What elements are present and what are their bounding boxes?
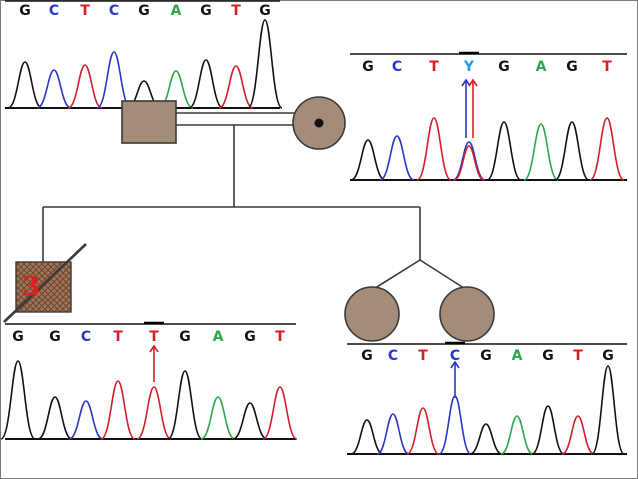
mother-base-label: G — [362, 59, 374, 75]
proband-trace-peak — [136, 386, 172, 440]
proband-base-label: T — [275, 329, 285, 345]
father-base-label: G — [138, 3, 150, 19]
proband-base-label: G — [179, 329, 191, 345]
father-trace-peak — [36, 69, 72, 109]
sibling-base-label: C — [450, 348, 460, 364]
sibling-trace-peak — [350, 419, 384, 455]
proband-trace-peak — [100, 380, 136, 440]
mother-base-label: T — [602, 59, 612, 75]
sibling-trace-peak — [406, 407, 440, 455]
proband-trace-peak — [232, 402, 268, 440]
sibling-base-label: G — [602, 348, 614, 364]
father-base-label: G — [200, 3, 212, 19]
father-base-label: T — [80, 3, 90, 19]
sibling-trace-peak — [438, 395, 472, 455]
father-trace-peak — [96, 51, 132, 109]
mother-base-label: C — [392, 59, 402, 75]
mother-trace-peak — [350, 139, 386, 181]
sibling-trace-peak — [469, 423, 503, 455]
twin-right-symbol — [439, 286, 495, 342]
father-trace-peak — [218, 65, 254, 109]
sibling-trace-peak — [376, 413, 410, 455]
father-base-label: C — [49, 3, 59, 19]
father-trace-peak — [247, 19, 283, 109]
twin-branch-right — [419, 259, 468, 291]
proband-base-label: G — [244, 329, 256, 345]
mother-base-label: A — [536, 59, 547, 75]
sibling-base-label: C — [388, 348, 398, 364]
father-base-label: A — [171, 3, 182, 19]
mother-trace-peak — [523, 123, 559, 181]
proband-count-label: 3 — [22, 272, 40, 302]
mother-trace-peak — [554, 121, 590, 181]
proband-base-label: A — [213, 329, 224, 345]
mother-trace-peak — [379, 135, 415, 181]
sibling-mutation-arrowhead — [450, 360, 460, 369]
proband-base-label: G — [12, 329, 24, 345]
proband-trace-peak — [167, 370, 203, 440]
twin-branch-left — [371, 259, 421, 291]
sibling-trace-peak — [561, 415, 595, 455]
father-trace-peak — [188, 59, 224, 109]
father-base-label: C — [109, 3, 119, 19]
proband-trace-peak — [200, 396, 236, 440]
proband-mutation-arrowhead — [149, 344, 159, 353]
father-trace-peak — [67, 64, 103, 109]
twin-left-symbol — [344, 286, 400, 342]
sibling-base-label: G — [480, 348, 492, 364]
mother-base-label: G — [566, 59, 578, 75]
sibling-base-label: A — [512, 348, 523, 364]
proband-trace-peak — [37, 396, 73, 440]
pedigree-lines — [42, 112, 468, 291]
sibling-base-label: G — [542, 348, 554, 364]
mother-mutation-arrowhead — [468, 78, 478, 87]
deceased-slash — [3, 243, 87, 323]
proband-trace-peak — [0, 360, 36, 440]
sibling-trace-peak — [500, 415, 534, 455]
proband-base-label: C — [81, 329, 91, 345]
proband-symbol — [15, 261, 72, 313]
proband-base-label: G — [49, 329, 61, 345]
mother-base-label: Y — [463, 59, 475, 75]
sibling-base-label: T — [573, 348, 583, 364]
mother-base-label: T — [429, 59, 439, 75]
mother-trace-peak — [452, 141, 486, 181]
proband-base-label: T — [113, 329, 123, 345]
father-base-label: T — [231, 3, 241, 19]
mother-trace-peak — [486, 121, 522, 181]
sibling-trace-peak — [531, 405, 565, 455]
father-trace-peak — [7, 61, 43, 109]
mother-mutation-arrowhead — [461, 78, 471, 87]
father-base-label: G — [259, 3, 271, 19]
proband-trace-peak — [68, 400, 104, 440]
proband-base-label: T — [149, 329, 159, 345]
sibling-base-label: T — [418, 348, 428, 364]
mother-trace-peak — [589, 117, 625, 181]
mother-carrier-dot — [314, 118, 324, 128]
sibling-trace-peak — [591, 365, 625, 455]
father-symbol — [121, 100, 177, 144]
sibling-base-label: G — [361, 348, 373, 364]
mother-trace-peak — [416, 117, 452, 181]
mother-trace-peak — [453, 145, 485, 181]
proband-trace-peak — [262, 386, 298, 440]
mother-base-label: G — [498, 59, 510, 75]
father-base-label: G — [19, 3, 31, 19]
